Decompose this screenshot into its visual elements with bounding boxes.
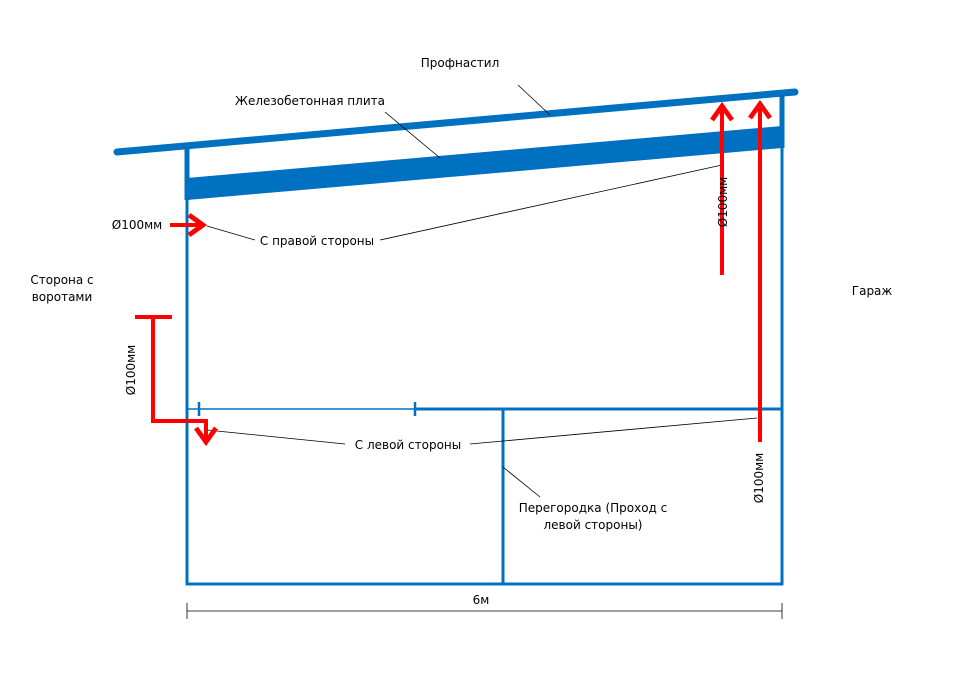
leader-line [384, 111, 441, 159]
leader-line [502, 466, 541, 498]
leader-line [517, 84, 551, 116]
label-partition: левой стороны) [544, 518, 643, 532]
label-profnastil: Профнастил [421, 56, 500, 70]
label-pipe-size: Ø100мм [112, 218, 162, 232]
roof-profnastil [113, 88, 799, 156]
label-left-side: С левой стороны [355, 438, 461, 452]
label-pipe-size: Ø100мм [752, 453, 766, 503]
label-right-side: С правой стороны [260, 234, 374, 248]
label-partition: Перегородка (Проход с [519, 501, 668, 515]
concrete-slab [187, 126, 782, 200]
label-gate-side: Сторона с [30, 273, 93, 287]
leader-line [206, 225, 256, 241]
leader-line [379, 164, 723, 241]
leader-line [469, 417, 758, 445]
label-pipe-size: Ø100мм [124, 345, 138, 395]
label-gate-side: воротами [32, 290, 93, 304]
label-width: 6м [473, 593, 490, 607]
label-pipe-size: Ø100мм [716, 177, 730, 227]
pipe-left [151, 317, 218, 447]
label-slab: Железобетонная плита [235, 94, 385, 108]
leader-line [206, 429, 346, 445]
label-garage: Гараж [852, 284, 893, 298]
